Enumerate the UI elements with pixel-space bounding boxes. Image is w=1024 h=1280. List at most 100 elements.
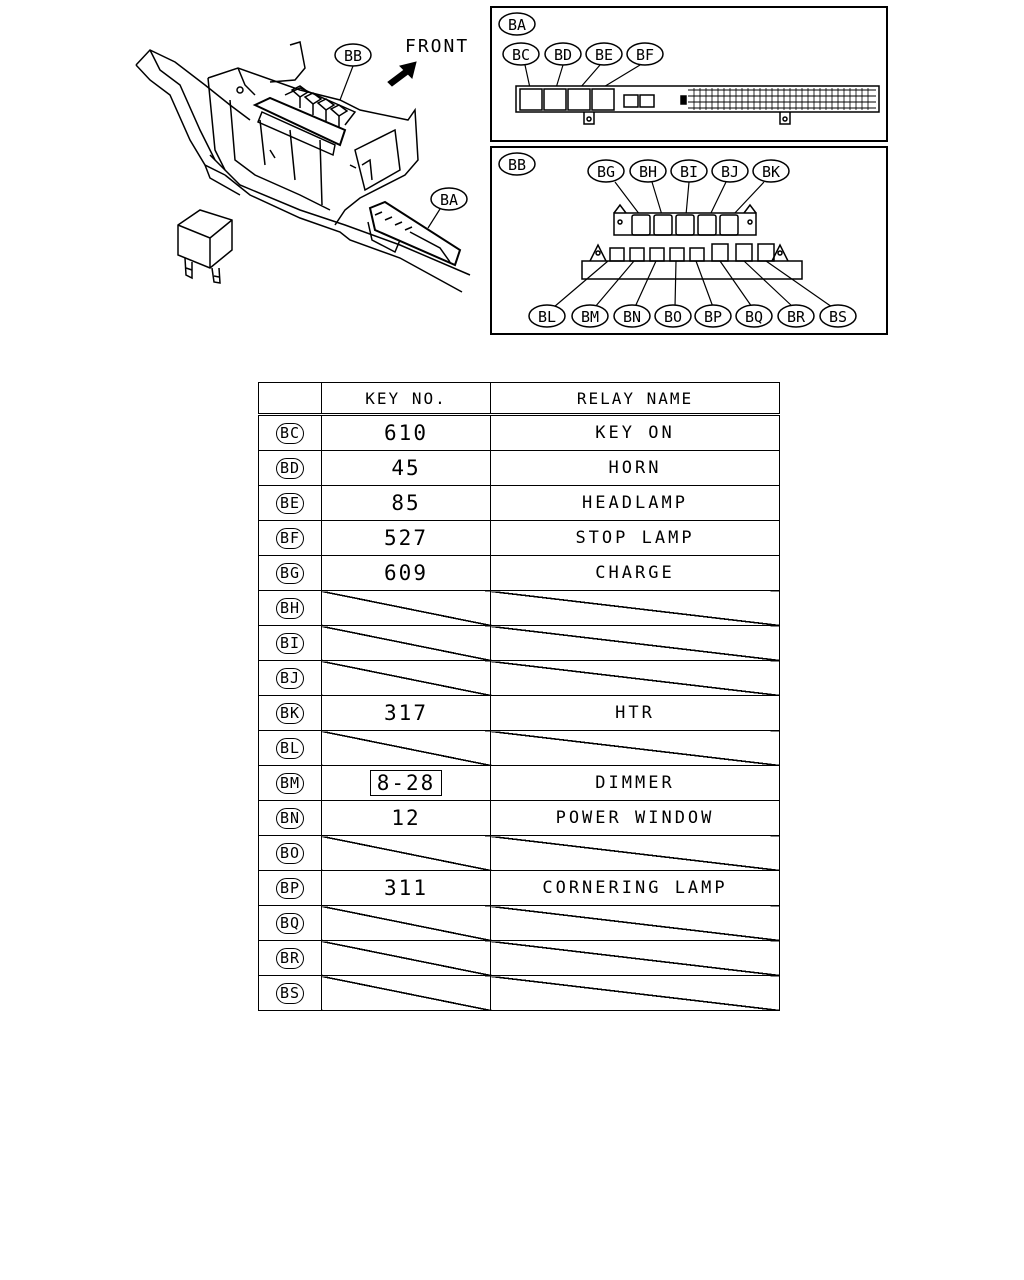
panel-ba-callout: BE: [585, 42, 623, 66]
panel-bb-bottom-callout: BL: [528, 304, 566, 328]
relay-code-badge: BI: [275, 632, 305, 654]
relay-code-cell: BD: [258, 450, 322, 486]
relay-name-cell-empty: [490, 590, 780, 626]
svg-text:BE: BE: [595, 46, 613, 64]
relay-code-badge: BG: [275, 562, 305, 584]
key-no-cell-empty: [321, 835, 491, 871]
relay-code-badge: BE: [275, 492, 305, 514]
key-no-value: 311: [384, 876, 428, 900]
table-row: BI: [258, 625, 780, 661]
relay-code-cell: BQ: [258, 905, 322, 941]
relay-name-cell: KEY ON: [490, 414, 780, 451]
relay-code-badge: BM: [275, 772, 305, 794]
relay-code-cell: BH: [258, 590, 322, 626]
panel-bb-top-callout: BI: [670, 159, 708, 183]
relay-unit-icon: [177, 209, 233, 284]
panel-bb-bottom-callout: BR: [777, 304, 815, 328]
relay-code-badge: BP: [275, 877, 305, 899]
panel-ba-callout: BC: [502, 42, 540, 66]
panel-bb-bottom-callout: BN: [613, 304, 651, 328]
relay-name-value: CHARGE: [595, 563, 675, 583]
svg-text:BO: BO: [664, 308, 682, 326]
panel-bb-bottom-callout: BP: [694, 304, 732, 328]
callout-bb: BB: [334, 43, 372, 101]
key-no-cell-empty: [321, 590, 491, 626]
key-no-cell-empty: [321, 905, 491, 941]
svg-text:BA: BA: [440, 191, 458, 209]
key-no-value: 8-28: [369, 770, 443, 796]
svg-text:BQ: BQ: [745, 308, 763, 326]
relay-code-badge: BO: [275, 842, 305, 864]
relay-code-cell: BI: [258, 625, 322, 661]
relay-name-value: HORN: [608, 458, 662, 478]
relay-code-cell: BK: [258, 695, 322, 731]
relay-name-cell: HEADLAMP: [490, 485, 780, 521]
relay-code-badge: BF: [275, 527, 305, 549]
relay-code-cell: BL: [258, 730, 322, 766]
relay-code-cell: BF: [258, 520, 322, 556]
relay-code-badge: BC: [275, 422, 305, 444]
key-no-cell-empty: [321, 625, 491, 661]
key-no-cell: 12: [321, 800, 491, 836]
relay-code-badge: BK: [275, 702, 305, 724]
key-no-value: 610: [384, 421, 428, 445]
svg-text:BJ: BJ: [721, 163, 739, 181]
key-no-cell: 8-28: [321, 765, 491, 801]
panel-ba-tag: BA: [508, 16, 526, 34]
relay-name-cell-empty: [490, 730, 780, 766]
relay-name-cell-empty: [490, 625, 780, 661]
panel-bb-bottom-callout: BO: [654, 304, 692, 328]
relay-name-cell-empty: [490, 975, 780, 1011]
relay-code-cell: BG: [258, 555, 322, 591]
table-row: BH: [258, 590, 780, 626]
relay-code-cell: BJ: [258, 660, 322, 696]
svg-text:BG: BG: [597, 163, 615, 181]
table-header-row: KEY NO. RELAY NAME: [258, 382, 780, 415]
table-row: BC 610 KEY ON: [258, 414, 780, 451]
key-no-cell: 527: [321, 520, 491, 556]
key-no-value: 609: [384, 561, 428, 585]
panel-bb-top-callout: BH: [629, 159, 667, 183]
key-no-value: 527: [384, 526, 428, 550]
table-row: BP 311 CORNERING LAMP: [258, 870, 780, 906]
relay-name-cell-empty: [490, 835, 780, 871]
table-row: BG 609 CHARGE: [258, 555, 780, 591]
relay-code-cell: BM: [258, 765, 322, 801]
relay-code-cell: BR: [258, 940, 322, 976]
svg-text:BR: BR: [787, 308, 806, 326]
relay-table: KEY NO. RELAY NAME BC 610 KEY ON BD 45 HORN BE…: [258, 382, 780, 1011]
key-no-cell: 85: [321, 485, 491, 521]
table-row: BR: [258, 940, 780, 976]
key-no-cell: 317: [321, 695, 491, 731]
relay-code-cell: BE: [258, 485, 322, 521]
relay-code-badge: BJ: [275, 667, 305, 689]
table-row: BO: [258, 835, 780, 871]
svg-text:BN: BN: [623, 308, 641, 326]
relay-code-cell: BP: [258, 870, 322, 906]
relay-name-cell: CORNERING LAMP: [490, 870, 780, 906]
svg-text:BK: BK: [762, 163, 780, 181]
svg-text:BF: BF: [636, 46, 654, 64]
front-label: FRONT: [405, 36, 469, 57]
callout-ba: BA: [427, 187, 468, 229]
table-row: BJ: [258, 660, 780, 696]
relay-name-cell: HTR: [490, 695, 780, 731]
ba-relay-block: [515, 85, 880, 125]
relay-name-value: POWER WINDOW: [555, 808, 715, 828]
front-arrow-icon: [387, 61, 417, 87]
relay-code-badge: BR: [275, 947, 305, 969]
table-row: BQ: [258, 905, 780, 941]
key-no-cell: 45: [321, 450, 491, 486]
key-no-value: 45: [391, 456, 421, 480]
table-row: BL: [258, 730, 780, 766]
key-no-cell-empty: [321, 730, 491, 766]
key-no-cell-empty: [321, 660, 491, 696]
panel-bb: BB BG BH BI BJ BK: [490, 146, 888, 335]
header-code: [258, 382, 322, 415]
bb-upper-relay-block: [613, 203, 757, 236]
svg-text:BD: BD: [554, 46, 572, 64]
table-row: BD 45 HORN: [258, 450, 780, 486]
